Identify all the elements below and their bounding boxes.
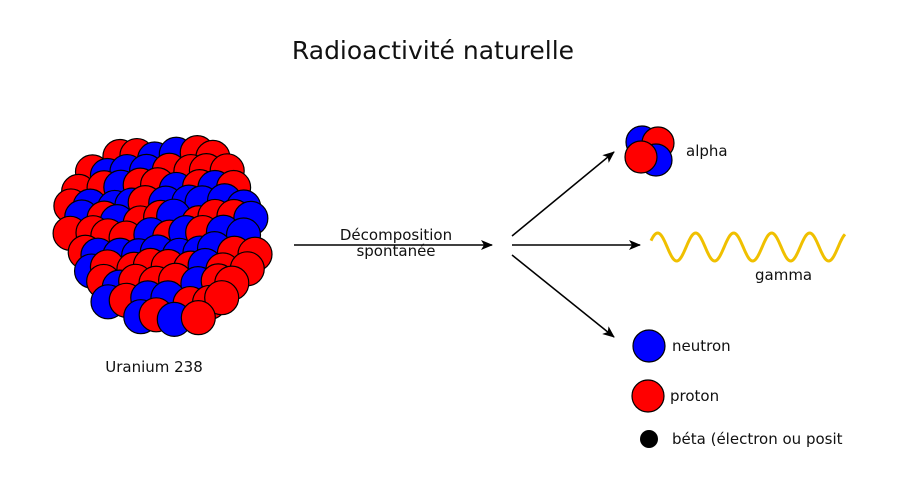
neutron-legend-circle — [632, 329, 666, 363]
process-label: Décomposition spontanée — [294, 227, 498, 259]
alpha-label: alpha — [686, 142, 728, 160]
proton-legend-circle — [631, 379, 665, 413]
uranium-nucleus — [52, 135, 273, 337]
alpha-proton — [624, 140, 658, 174]
neutron-label: neutron — [672, 337, 731, 355]
diagram-title: Radioactivité naturelle — [291, 36, 575, 65]
nucleus-proton — [180, 300, 216, 336]
arrow-to-beta — [511, 254, 615, 338]
proton-label: proton — [670, 387, 720, 405]
nucleus-label: Uranium 238 — [105, 358, 203, 376]
beta-label: béta (électron ou posit — [672, 430, 843, 448]
gamma-label: gamma — [755, 266, 813, 284]
process-label-line1: Décomposition — [339, 226, 453, 244]
process-label-line2: spontanée — [356, 242, 436, 260]
gamma-wave — [649, 231, 847, 263]
alpha-particle — [624, 125, 675, 177]
nucleus-proton — [204, 280, 240, 316]
arrow-to-alpha — [511, 151, 615, 237]
beta-legend-dot — [640, 430, 658, 448]
